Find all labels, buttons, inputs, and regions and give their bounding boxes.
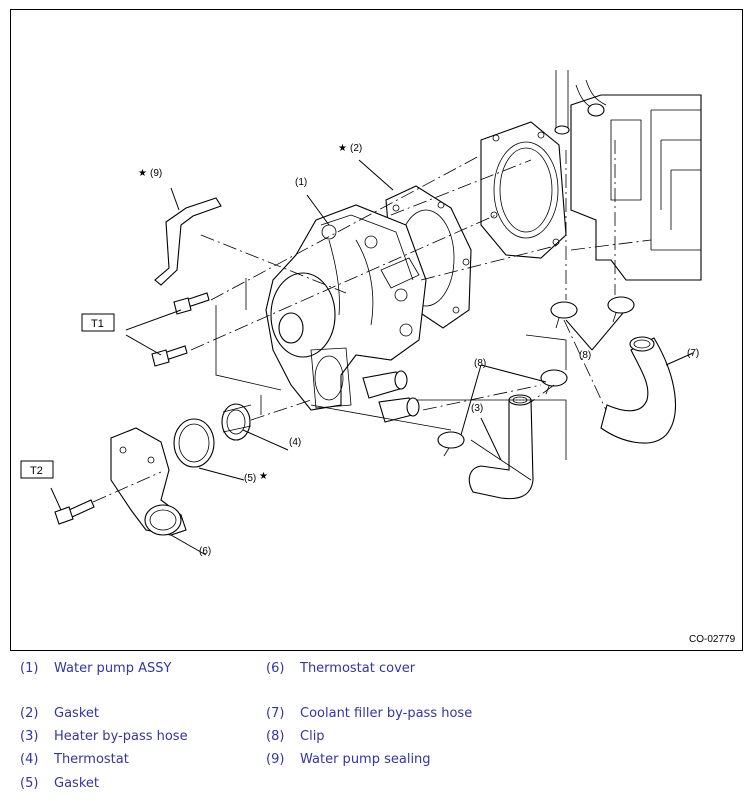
legend-text: Thermostat: [54, 752, 129, 767]
clips: [437, 296, 635, 457]
leader-lines: [50, 159, 694, 556]
figure-code: CO-02779: [689, 634, 736, 645]
callout-7: (7): [687, 348, 699, 359]
callout-3: (3): [471, 403, 483, 414]
callout-4: (4): [289, 437, 301, 448]
water-pump-sealing: [154, 197, 222, 286]
legend-text: Coolant filler by-pass hose: [300, 706, 473, 721]
legend-num: (7): [266, 706, 285, 721]
torque-label-t1: T1: [91, 318, 104, 330]
engine-block: [554, 70, 702, 281]
callout-5: (5): [244, 473, 256, 484]
legend-text: Gasket: [54, 776, 99, 791]
legend-num: (5): [20, 776, 39, 791]
callout-8-upper: (8): [579, 350, 591, 361]
legend-num: (6): [266, 661, 285, 676]
diagram-svg: (1) ★ (9) ★ (2) (4) (5) ★ (6) (7) (8) (8…: [20, 70, 736, 645]
legend-num: (1): [20, 661, 39, 676]
water-pump-assy: [265, 204, 427, 423]
gasket-2-rear: [480, 121, 567, 259]
legend-num: (4): [20, 752, 39, 767]
callout-2-star: ★: [338, 143, 347, 154]
callout-2: (2): [350, 143, 362, 154]
torque-label-t2: T2: [30, 465, 43, 477]
callout-8-lower: (8): [474, 358, 486, 369]
legend-text: Clip: [300, 729, 325, 744]
thermostat: [221, 403, 252, 441]
bolt-t2: [54, 499, 95, 525]
callout-1: (1): [295, 177, 307, 188]
callout-6: (6): [199, 546, 211, 557]
thermostat-cover: [110, 427, 187, 536]
legend-text: Water pump sealing: [300, 752, 431, 767]
legend-num: (2): [20, 706, 39, 721]
legend-num: (9): [266, 752, 285, 767]
legend-num: (8): [266, 729, 285, 744]
exploded-diagram: (1) ★ (9) ★ (2) (4) (5) ★ (6) (7) (8) (8…: [10, 9, 743, 651]
legend-text: Gasket: [54, 706, 99, 721]
legend-text: Heater by-pass hose: [54, 729, 188, 744]
gasket-5: [173, 418, 215, 468]
legend-text: Thermostat cover: [300, 661, 416, 676]
center-lines: [92, 140, 652, 503]
bolts-t1: [151, 292, 210, 367]
torque-box-t2: T2: [20, 460, 54, 479]
callout-9-star: ★: [138, 168, 147, 179]
coolant-filler-bypass-hose: [600, 336, 677, 444]
legend-num: (3): [20, 729, 39, 744]
callout-5-star: ★: [259, 471, 268, 482]
torque-box-t1: T1: [81, 313, 115, 332]
legend-text: Water pump ASSY: [54, 661, 172, 676]
parts-legend: (1) Water pump ASSY (2) Gasket (3) Heate…: [0, 652, 752, 801]
callout-9: (9): [150, 168, 162, 179]
